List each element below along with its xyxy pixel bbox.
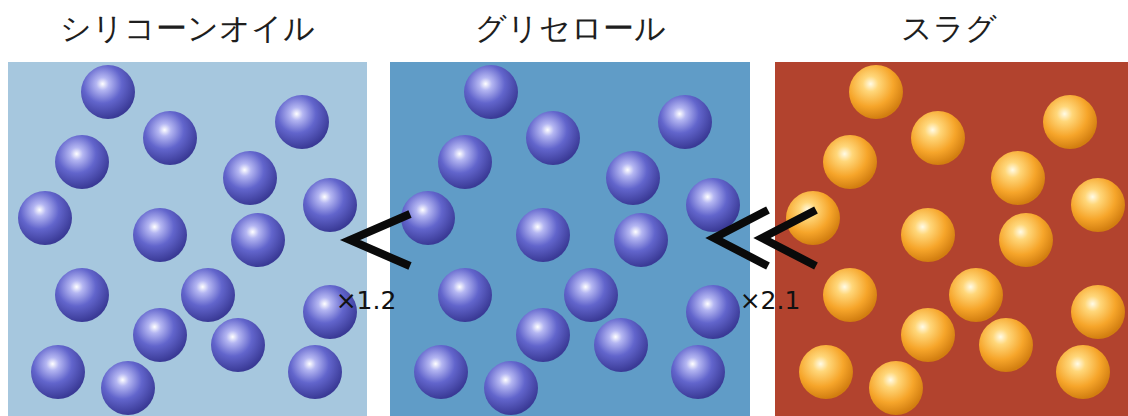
particle [1071, 178, 1125, 232]
particle [438, 268, 492, 322]
panel-title: シリコーンオイル [8, 8, 367, 50]
particle [949, 268, 1003, 322]
particle [686, 178, 740, 232]
particle [991, 151, 1045, 205]
particle [911, 111, 965, 165]
particle [671, 345, 725, 399]
particle [799, 345, 853, 399]
particle [823, 135, 877, 189]
particle [464, 65, 518, 119]
particle [133, 308, 187, 362]
particle [869, 361, 923, 415]
particle [686, 285, 740, 339]
particle [81, 65, 135, 119]
particle [414, 345, 468, 399]
material-panel: スラグ [775, 62, 1128, 416]
particle [1043, 95, 1097, 149]
glycerol-panel [390, 62, 750, 416]
particle [223, 151, 277, 205]
particle [303, 178, 357, 232]
particle [849, 65, 903, 119]
particle [484, 361, 538, 415]
slag-panel [775, 62, 1128, 416]
particle [516, 308, 570, 362]
panel-title: スラグ [775, 8, 1122, 50]
panel-title: グリセロール [390, 8, 750, 50]
particle [979, 318, 1033, 372]
particle [999, 213, 1053, 267]
particle [823, 268, 877, 322]
oil-panel [8, 62, 367, 416]
particle [143, 111, 197, 165]
particle [211, 318, 265, 372]
material-panel: グリセロール [390, 62, 750, 416]
particle [1071, 285, 1125, 339]
particle [658, 95, 712, 149]
less-than-symbol [350, 214, 410, 266]
particle [18, 191, 72, 245]
particle [614, 213, 668, 267]
particle [181, 268, 235, 322]
particle [526, 111, 580, 165]
particle [516, 208, 570, 262]
much-less-than-symbol [762, 210, 816, 266]
particle [606, 151, 660, 205]
particle [901, 208, 955, 262]
particle [275, 95, 329, 149]
particle [901, 308, 955, 362]
particle [31, 345, 85, 399]
particle [101, 361, 155, 415]
material-panel: シリコーンオイル [8, 62, 367, 416]
particle [231, 213, 285, 267]
particle [55, 135, 109, 189]
particle [1056, 345, 1110, 399]
particle [438, 135, 492, 189]
ratio-label: ×1.2 [336, 286, 397, 315]
ratio-label: ×2.1 [740, 286, 801, 315]
particle [288, 345, 342, 399]
particle [133, 208, 187, 262]
particle [55, 268, 109, 322]
particle [594, 318, 648, 372]
particle [564, 268, 618, 322]
